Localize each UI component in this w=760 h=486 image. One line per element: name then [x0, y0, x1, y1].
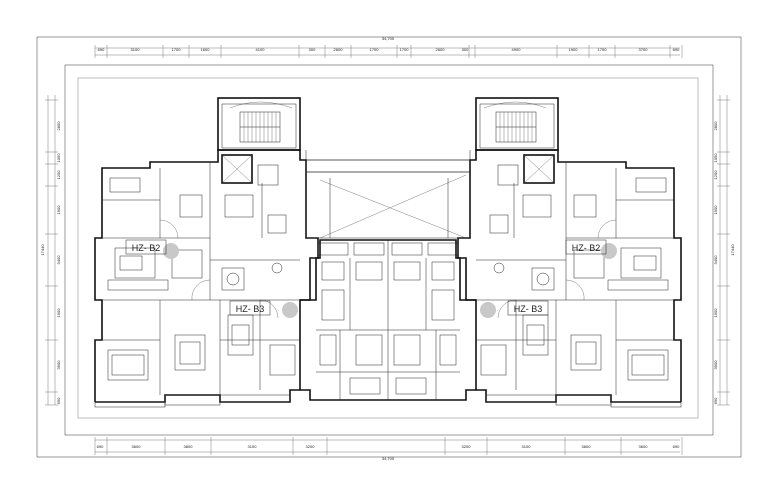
bottom-dimension-labels: 690 3600 3800 3100 3200 3200 3100 3800 3…: [97, 444, 680, 449]
balconies: [94, 394, 682, 408]
dim-top-3: 1700: [172, 47, 182, 52]
dim-bottom-4: 3100: [248, 444, 258, 449]
dim-top-14: 1700: [598, 47, 608, 52]
overall-dim-left: 17440: [40, 244, 45, 256]
overall-dim-right: 17440: [730, 244, 735, 256]
marker-b2-right: [601, 243, 617, 259]
central-units-interior: [316, 240, 460, 400]
marker-b3-left: [282, 302, 298, 318]
marker-b2-left: [163, 243, 179, 259]
dim-top-11: 300: [462, 47, 469, 52]
dim-right-1: 2800: [713, 121, 718, 131]
dim-right-4: 1900: [713, 205, 718, 215]
dim-bottom-6: 3200: [462, 444, 472, 449]
stair-left: [221, 101, 297, 149]
unit-label-b2-right: HZ- B2: [572, 243, 601, 253]
dim-top-10: 2600: [436, 47, 446, 52]
dim-top-9: 1700: [400, 47, 410, 52]
dim-top-4: 1600: [201, 47, 211, 52]
dim-right-5: 3400: [713, 255, 718, 265]
elevator-shafts: [221, 154, 555, 186]
unit-markers: [163, 243, 617, 318]
dim-left-1: 2800: [56, 121, 61, 131]
right-unit-interior: [476, 162, 681, 395]
dim-left-7: 3900: [56, 360, 61, 370]
dim-right-2: 1050: [713, 153, 718, 163]
unit-label-b2-left: HZ- B2: [132, 243, 161, 253]
dim-bottom-2: 3600: [132, 444, 142, 449]
stair-right: [479, 101, 555, 149]
dim-left-3: 1200: [56, 170, 61, 180]
dim-left-4: 1900: [56, 205, 61, 215]
left-dimension-labels: 2800 1050 1200 1900 3400 1900 3900 690: [56, 121, 61, 405]
dim-left-8: 690: [56, 397, 61, 404]
dim-top-12: 4900: [512, 47, 522, 52]
top-dimension-labels: 690 3100 1700 1600 4100 300 2600 1700 17…: [98, 47, 680, 52]
dim-top-16: 690: [673, 47, 680, 52]
dim-right-7: 3900: [713, 360, 718, 370]
unit-label-b3-right: HZ- B3: [514, 304, 543, 314]
dim-left-2: 1050: [56, 153, 61, 163]
dim-top-6: 300: [309, 47, 316, 52]
dim-bottom-1: 690: [97, 444, 104, 449]
left-unit-interior: [95, 162, 300, 395]
dim-top-5: 4100: [256, 47, 266, 52]
unit-labels: HZ- B2 HZ- B3 HZ- B3 HZ- B2: [125, 239, 607, 316]
dim-right-3: 1200: [713, 170, 718, 180]
dim-bottom-8: 3800: [582, 444, 592, 449]
dimension-frame: [36, 36, 742, 458]
dim-bottom-9: 3600: [639, 444, 649, 449]
overall-dim-bottom: 34,700: [382, 456, 395, 461]
dim-top-7: 2600: [334, 47, 344, 52]
dim-right-6: 1900: [713, 308, 718, 318]
overall-dim-top: 34,700: [382, 36, 395, 41]
dim-top-13: 1900: [569, 47, 579, 52]
dim-left-6: 1900: [56, 308, 61, 318]
dim-top-2: 3100: [131, 47, 141, 52]
dim-top-1: 690: [98, 47, 105, 52]
unit-label-b3-left: HZ- B3: [236, 304, 265, 314]
dim-bottom-5: 3200: [306, 444, 316, 449]
right-dimension-labels: 2800 1050 1200 1900 3400 1900 3900 690: [713, 121, 718, 405]
dim-bottom-3: 3800: [184, 444, 194, 449]
dim-left-5: 3400: [56, 255, 61, 265]
dim-top-8: 1700: [370, 47, 380, 52]
dim-bottom-10: 690: [673, 444, 680, 449]
dim-right-8: 690: [713, 397, 718, 404]
dimension-ticks: [45, 45, 730, 455]
dim-top-15: 3700: [639, 47, 649, 52]
marker-b3-right: [480, 302, 496, 318]
dim-bottom-7: 3100: [522, 444, 532, 449]
